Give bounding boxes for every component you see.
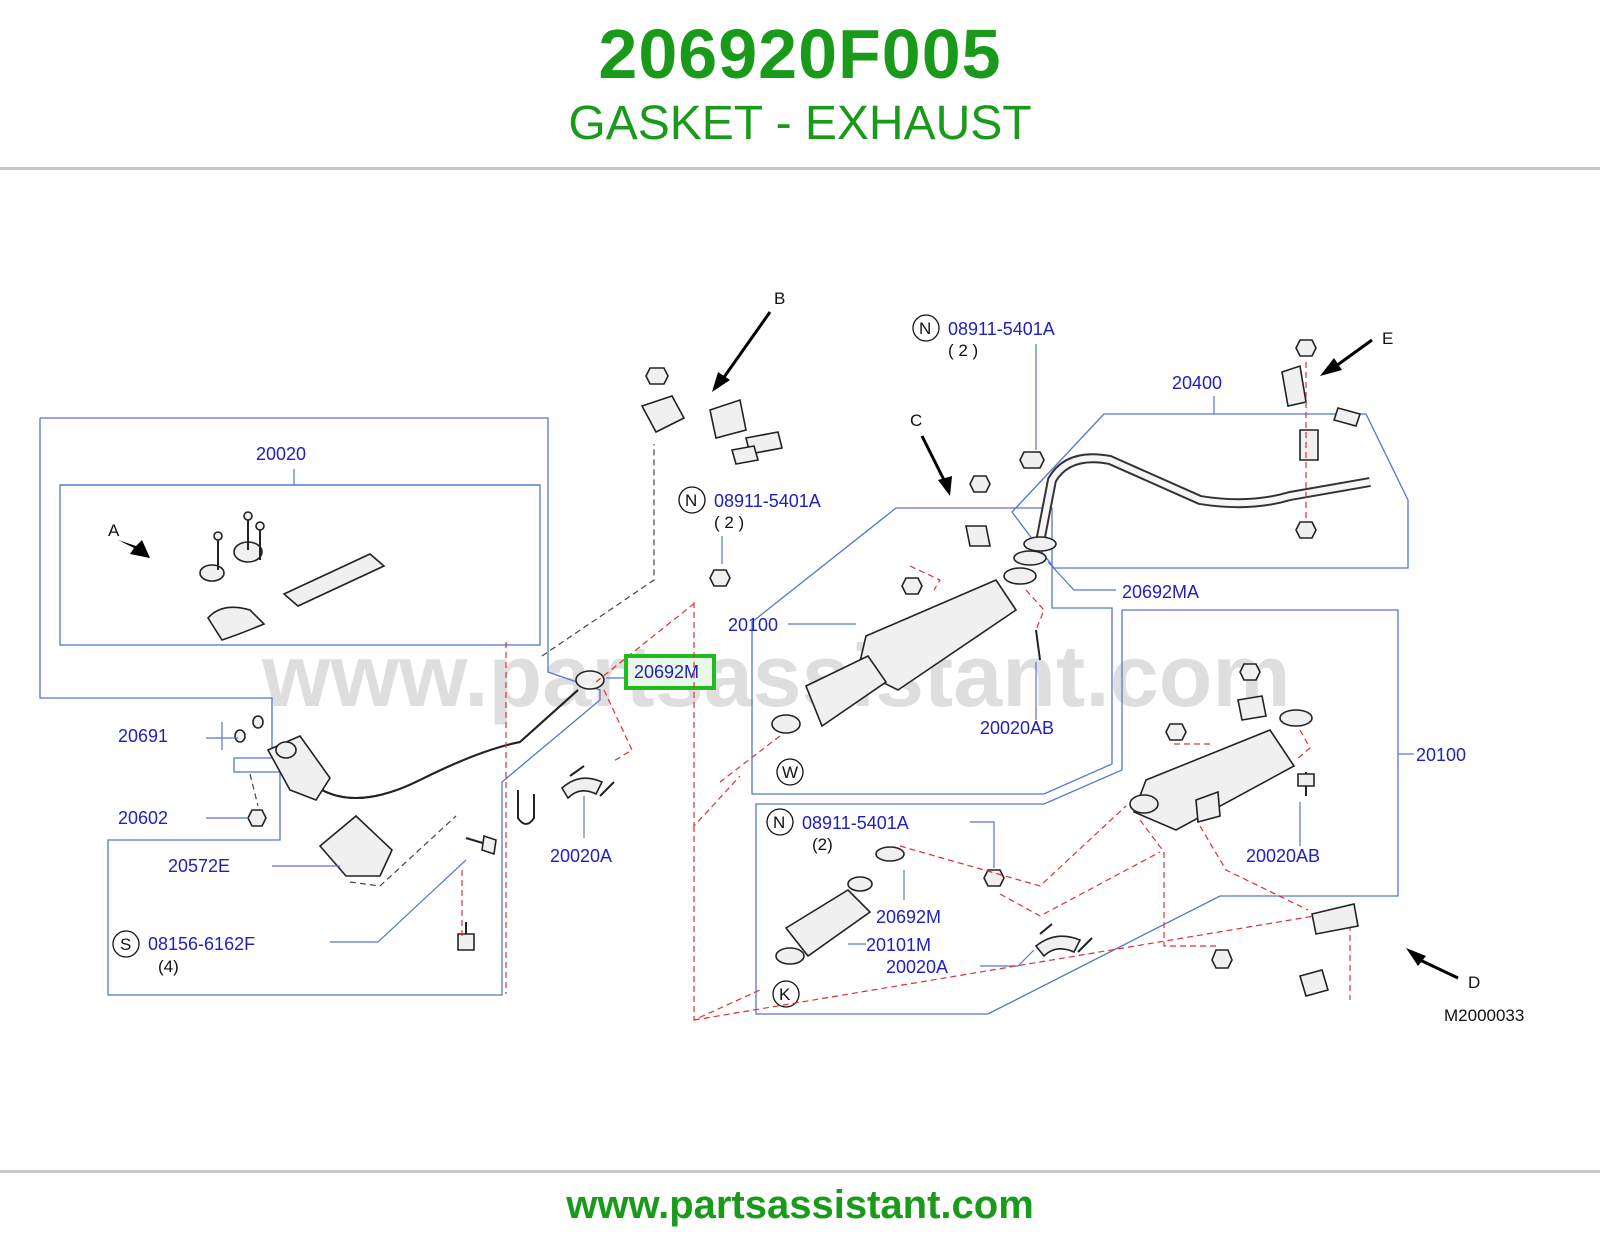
label-20602[interactable]: 20602 bbox=[118, 808, 168, 828]
heat-shield-icon bbox=[207, 553, 386, 641]
label-20400[interactable]: 20400 bbox=[1172, 373, 1222, 393]
arrow-e-icon bbox=[1320, 358, 1342, 376]
qty-08911-top: ( 2 ) bbox=[948, 341, 978, 360]
qty-08911-mid: ( 2 ) bbox=[714, 513, 744, 532]
muffler-lower-icon bbox=[775, 846, 905, 965]
subview-k-circle-icon bbox=[772, 980, 800, 1008]
muffler-right-icon bbox=[1129, 663, 1315, 831]
hanger-d-icon bbox=[1211, 903, 1359, 997]
label-08911-5401a-mid[interactable]: 08911-5401A bbox=[714, 491, 821, 511]
arrow-d-icon bbox=[1406, 948, 1426, 966]
label-20020ab-right[interactable]: 20020AB bbox=[1246, 846, 1320, 866]
front-pipe-group: 20020 A bbox=[39, 417, 716, 996]
prefix-n-top-circle-icon bbox=[912, 314, 940, 342]
gasket-20692m-icon bbox=[575, 670, 605, 690]
prefix-n-mid: N bbox=[685, 491, 697, 510]
prefix-s-circle-icon bbox=[112, 930, 140, 958]
label-20100-upper[interactable]: 20100 bbox=[728, 615, 778, 635]
footer-site-link[interactable]: www.partsassistant.com bbox=[566, 1183, 1034, 1227]
arrow-b-icon bbox=[712, 372, 730, 392]
exhaust-diagram: www.partsassistant.com 20020 A bbox=[39, 289, 1524, 1025]
view-letter-a: A bbox=[108, 521, 120, 540]
label-08156-6162f[interactable]: 08156-6162F bbox=[148, 934, 255, 954]
highlight-box[interactable] bbox=[624, 654, 716, 690]
front-pipe-icon bbox=[266, 689, 579, 801]
clamp-icon bbox=[199, 511, 265, 582]
tail-pipe-icon bbox=[1013, 453, 1371, 566]
label-20692m-low[interactable]: 20692M bbox=[876, 907, 941, 927]
label-20691[interactable]: 20691 bbox=[118, 726, 168, 746]
hanger-icon bbox=[517, 790, 535, 825]
muffler-right-group: 20100 20020AB N 08911-5401A (2) bbox=[693, 602, 1480, 1021]
prefix-n-low-circle-icon bbox=[766, 808, 794, 836]
part-description: GASKET - EXHAUST bbox=[568, 97, 1032, 150]
label-20692m-highlighted[interactable]: 20692M bbox=[634, 662, 699, 682]
label-08911-5401a-top[interactable]: 08911-5401A bbox=[948, 319, 1055, 339]
prefix-s: S bbox=[120, 935, 131, 954]
view-letter-d: D bbox=[1468, 973, 1480, 992]
bolt-08156-icon bbox=[457, 834, 497, 951]
label-08911-5401a-low[interactable]: 08911-5401A bbox=[802, 813, 909, 833]
prefix-n-top: N bbox=[919, 319, 931, 338]
nut-08911-top-icon bbox=[1019, 451, 1045, 469]
subview-w-circle-icon bbox=[776, 758, 804, 786]
diagram-code: M2000033 bbox=[1444, 1006, 1524, 1025]
label-20100-right[interactable]: 20100 bbox=[1416, 745, 1466, 765]
view-letter-b: B bbox=[774, 289, 785, 308]
muffler-upper-group: C 20100 20020AB W bbox=[719, 411, 1113, 795]
header-divider bbox=[0, 167, 1600, 170]
label-20020a-low[interactable]: 20020A bbox=[886, 957, 948, 977]
qty-08911-low: (2) bbox=[812, 835, 833, 854]
catalyst-cover-icon bbox=[318, 814, 393, 877]
label-20020[interactable]: 20020 bbox=[256, 444, 306, 464]
qty-08156: (4) bbox=[158, 957, 179, 976]
subview-w: W bbox=[782, 763, 798, 782]
view-letter-c: C bbox=[910, 411, 922, 430]
label-20692ma[interactable]: 20692MA bbox=[1122, 582, 1199, 602]
label-20101m[interactable]: 20101M bbox=[866, 935, 931, 955]
prefix-n-circle-icon bbox=[678, 486, 706, 514]
watermark: www.partsassistant.com bbox=[261, 626, 1291, 725]
nut-08911-low-icon bbox=[983, 869, 1005, 887]
muffler-upper-icon bbox=[771, 475, 1041, 734]
arrow-c-icon bbox=[938, 476, 952, 496]
label-20020ab-upper[interactable]: 20020AB bbox=[980, 718, 1054, 738]
prefix-n-low: N bbox=[773, 813, 785, 832]
gasket-20691-icon bbox=[252, 715, 264, 729]
hanger-e-icon bbox=[1281, 339, 1362, 539]
label-20020a-left[interactable]: 20020A bbox=[550, 846, 612, 866]
nut-08911-mid-icon bbox=[709, 569, 731, 587]
bracket-icon bbox=[640, 367, 783, 465]
tail-pipe-group: N 08911-5401A ( 2 ) 20400 20692MA E bbox=[912, 314, 1409, 602]
spring-bolt-20020a-low-icon bbox=[1034, 923, 1093, 958]
footer-divider bbox=[0, 1170, 1600, 1173]
bracket-group: B N 08911-5401A ( 2 ) bbox=[640, 289, 821, 587]
spring-bolt-20020a-icon bbox=[560, 765, 615, 800]
arrow-a-icon bbox=[118, 540, 150, 558]
part-number-title: 206920F005 bbox=[598, 15, 1002, 93]
label-20572e[interactable]: 20572E bbox=[168, 856, 230, 876]
view-letter-e: E bbox=[1382, 329, 1393, 348]
subview-k: K bbox=[779, 985, 791, 1004]
header: 206920F005 GASKET - EXHAUST bbox=[0, 0, 1600, 168]
gasket-20691b-icon bbox=[234, 729, 246, 743]
nut-20602-icon bbox=[247, 809, 267, 827]
